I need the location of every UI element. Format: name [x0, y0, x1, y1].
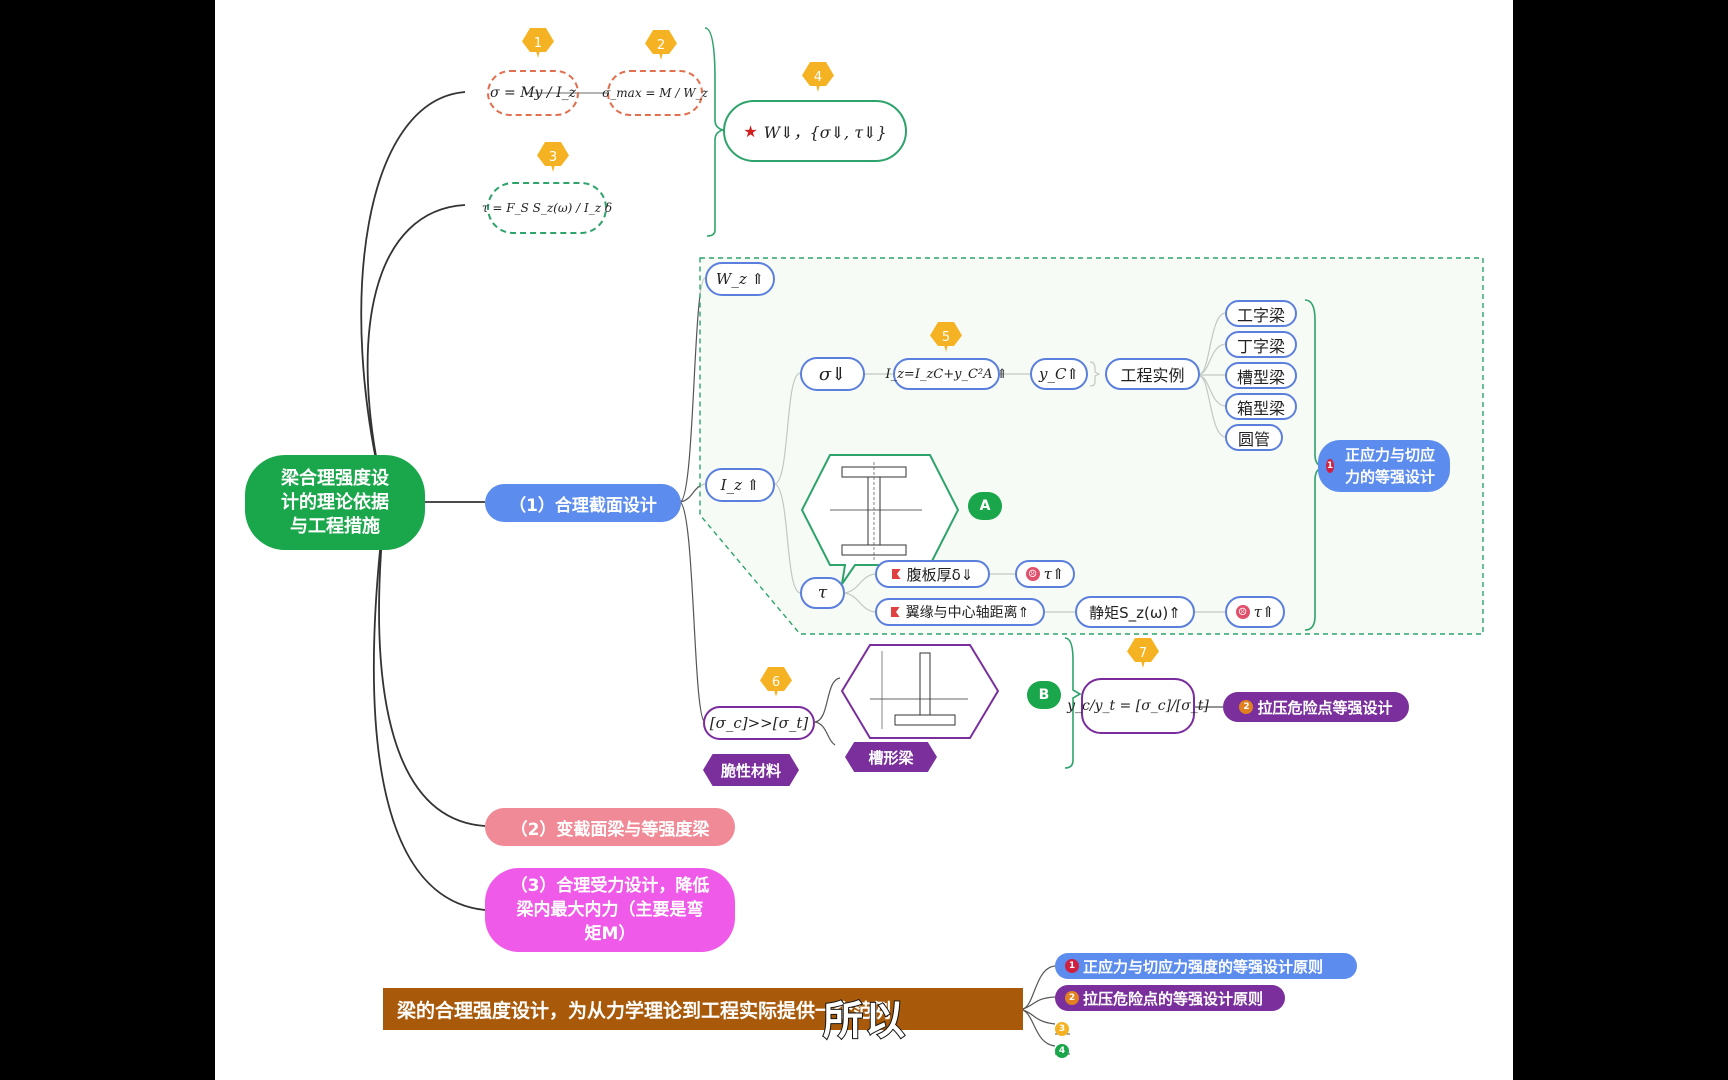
- shear-stress-formula[interactable]: τ = F_S S_z(ω) / I_z δ: [482, 182, 612, 234]
- tag-channel-beam[interactable]: 槽形梁: [845, 742, 937, 772]
- summary-1-label: 正应力与切应力的等强设计: [1345, 446, 1436, 486]
- number-2-icon: 2: [1065, 991, 1079, 1005]
- section-modulus-effect[interactable]: ★ W⇓，{σ⇓, τ⇓}: [723, 100, 907, 162]
- footer-item-1[interactable]: 1 正应力与切应力强度的等强设计原则: [1055, 953, 1357, 979]
- engineering-example[interactable]: 工程实例: [1105, 358, 1200, 390]
- video-subtitle: 所以: [822, 997, 907, 1045]
- branch-section-design[interactable]: （1）合理截面设计: [485, 484, 681, 522]
- web-thickness-label: 腹板厚δ⇓: [906, 565, 974, 584]
- number-2-icon: 2: [1239, 700, 1254, 714]
- eng-item-tube[interactable]: 圆管: [1225, 424, 1283, 451]
- tau-up-label-1: τ⇑: [1043, 565, 1065, 583]
- tau-up-node-2[interactable]: ☹ τ⇑: [1225, 596, 1285, 628]
- footer-item-2-label: 拉压危险点的等强设计原则: [1083, 989, 1264, 1008]
- footer-banner: 梁的合理强度设计，为从力学理论到工程实际提供一个范例: [383, 988, 1023, 1030]
- max-stress-formula[interactable]: σ_max = M / W_z: [602, 70, 708, 116]
- flange-distance-label: 翼缘与中心轴距离⇑: [905, 605, 1030, 621]
- footer-item-3[interactable]: 3: [1055, 1016, 1073, 1036]
- number-1-icon: 1: [1065, 959, 1079, 973]
- web-thickness-node[interactable]: 腹板厚δ⇓: [875, 560, 990, 588]
- marker-a: A: [968, 492, 1002, 520]
- summary-stress-equal-design[interactable]: 1 正应力与切应力的等强设计: [1318, 440, 1450, 492]
- eng-item-box-beam[interactable]: 箱型梁: [1225, 393, 1297, 420]
- footer-item-4[interactable]: 4: [1055, 1038, 1073, 1058]
- yc-up-node[interactable]: y_C⇑: [1030, 358, 1088, 390]
- parallel-axis-formula[interactable]: I_z=I_zC+y_C²A ⇑: [885, 358, 1008, 390]
- tau-up-node-1[interactable]: ☹ τ⇑: [1015, 560, 1075, 588]
- summary-2-label: 拉压危险点等强设计: [1257, 698, 1393, 717]
- sad-face-icon: ☹: [1025, 567, 1040, 581]
- number-3-icon: 3: [1055, 1022, 1069, 1036]
- eng-item-channel-beam[interactable]: 槽型梁: [1225, 362, 1297, 389]
- branch-load-design[interactable]: （3）合理受力设计，降低梁内最大内力（主要是弯矩M）: [485, 868, 735, 952]
- marker-b: B: [1027, 681, 1061, 709]
- stress-ratio-formula[interactable]: y_c/y_t = [σ_c]/[σ_t]: [1067, 678, 1209, 734]
- root-node[interactable]: 梁合理强度设计的理论依据与工程措施: [245, 455, 425, 550]
- mindmap-canvas: 梁合理强度设计的理论依据与工程措施 σ = My / I_z 1 σ_max =…: [215, 0, 1513, 1080]
- eng-item-i-beam[interactable]: 工字梁: [1225, 300, 1297, 327]
- tag-brittle-material[interactable]: 脆性材料: [703, 754, 799, 786]
- bending-stress-formula[interactable]: σ = My / I_z: [487, 70, 579, 116]
- channel-section-drawing: [840, 644, 1000, 739]
- number-4-icon: 4: [1055, 1044, 1069, 1058]
- wz-up-node[interactable]: W_z ⇑: [705, 262, 775, 296]
- tau-node[interactable]: τ: [800, 577, 845, 609]
- footer-text: 梁的合理强度设计，为从力学理论到工程实际提供一个范例: [397, 999, 892, 1022]
- sad-face-icon: ☹: [1235, 605, 1250, 619]
- footer-item-1-label: 正应力与切应力强度的等强设计原则: [1083, 957, 1324, 976]
- number-1-icon: 1: [1326, 459, 1335, 473]
- iz-up-node[interactable]: I_z ⇑: [705, 468, 775, 502]
- star-icon: ★: [743, 121, 758, 141]
- section-modulus-text: W⇓，{σ⇓, τ⇓}: [763, 123, 887, 142]
- tau-up-label-2: τ⇑: [1253, 603, 1275, 621]
- flag-icon: [891, 569, 901, 579]
- flag-icon: [890, 607, 900, 617]
- i-beam-section-drawing: [800, 454, 960, 585]
- flange-distance-node[interactable]: 翼缘与中心轴距离⇑: [875, 598, 1045, 626]
- brittle-stress-node[interactable]: [σ_c]>>[σ_t]: [703, 706, 815, 740]
- static-moment-node[interactable]: 静矩S_z(ω)⇑: [1075, 596, 1195, 628]
- branch-variable-section[interactable]: （2）变截面梁与等强度梁: [485, 808, 735, 846]
- summary-tension-compression-design[interactable]: 2 拉压危险点等强设计: [1223, 692, 1409, 722]
- sigma-down-node[interactable]: σ⇓: [800, 357, 865, 391]
- eng-item-t-beam[interactable]: 丁字梁: [1225, 331, 1297, 358]
- footer-item-2[interactable]: 2 拉压危险点的等强设计原则: [1055, 985, 1285, 1011]
